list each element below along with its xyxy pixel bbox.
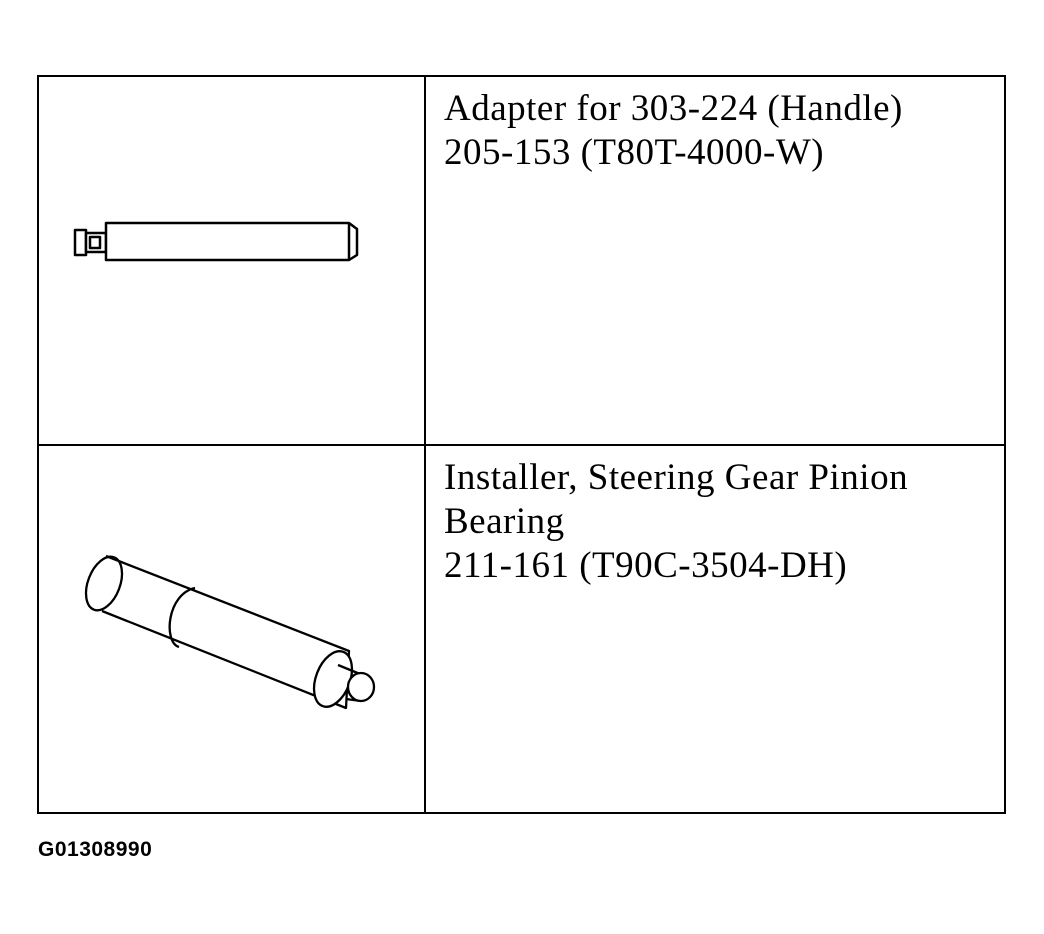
tool-row-installer: Installer, Steering Gear Pinion Bearing … xyxy=(39,446,1004,812)
adapter-shaft-icon xyxy=(73,221,359,262)
tool-name-continued: Bearing xyxy=(444,501,565,542)
figure-id: G01308990 xyxy=(38,838,153,861)
description-cell: Installer, Steering Gear Pinion Bearing … xyxy=(428,446,1004,812)
tool-name: Adapter for 303-224 (Handle) xyxy=(444,88,903,129)
tool-row-adapter: Adapter for 303-224 (Handle) 205-153 (T8… xyxy=(39,77,1004,446)
tool-name: Installer, Steering Gear Pinion xyxy=(444,457,909,498)
tool-table: Adapter for 303-224 (Handle) 205-153 (T8… xyxy=(37,75,1006,814)
illustration-cell xyxy=(39,77,426,444)
tool-number: 211-161 (T90C-3504-DH) xyxy=(444,545,848,586)
illustration-cell xyxy=(39,446,426,812)
description-cell: Adapter for 303-224 (Handle) 205-153 (T8… xyxy=(428,77,1004,444)
tool-number: 205-153 (T80T-4000-W) xyxy=(444,132,825,173)
installer-cylinder-icon xyxy=(84,554,376,710)
